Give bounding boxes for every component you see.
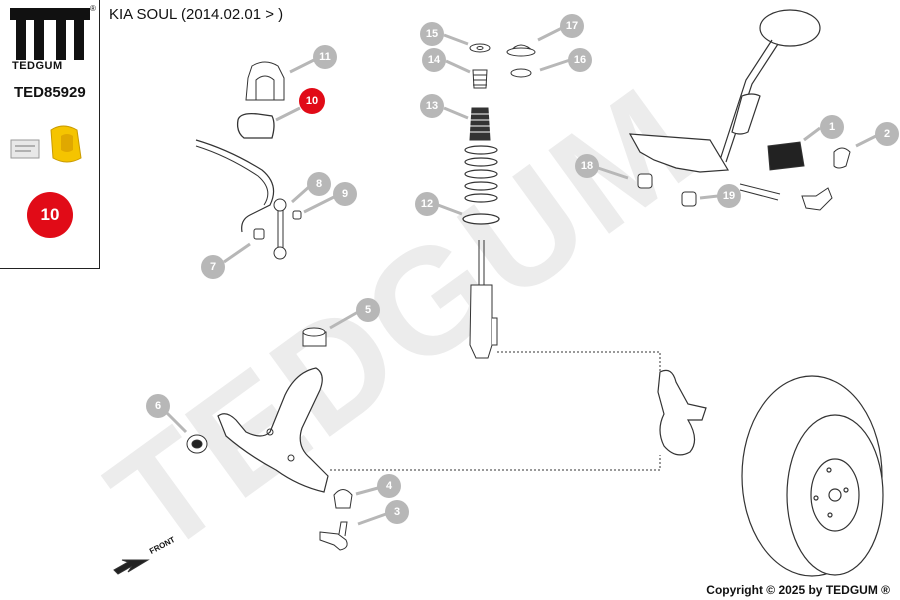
stabilizer-link bbox=[277, 208, 284, 250]
callout-16: 16 bbox=[568, 48, 592, 72]
lower-control-arm bbox=[217, 367, 329, 493]
callout-4: 4 bbox=[377, 474, 401, 498]
callout-6: 6 bbox=[146, 394, 170, 418]
bushing-10 bbox=[236, 112, 275, 139]
brand-name: TEDGUM bbox=[12, 60, 63, 72]
bushing-19 bbox=[681, 191, 697, 207]
tie-rod bbox=[739, 183, 781, 201]
callout-3: 3 bbox=[385, 500, 409, 524]
callout-10: 10 bbox=[299, 88, 325, 114]
vehicle-title: KIA SOUL (2014.02.01 > ) bbox=[109, 6, 284, 23]
steering-column bbox=[628, 9, 821, 173]
callout-11: 11 bbox=[313, 45, 337, 69]
callout-19: 19 bbox=[717, 184, 741, 208]
stabilizer-bar bbox=[195, 139, 275, 233]
callout-8: 8 bbox=[307, 172, 331, 196]
bearing-16 bbox=[510, 68, 532, 78]
callout-17: 17 bbox=[560, 14, 584, 38]
shock-absorber bbox=[469, 240, 493, 359]
callout-2: 2 bbox=[875, 122, 899, 146]
wheel bbox=[741, 375, 884, 577]
tie-rod-end-2 bbox=[833, 147, 851, 169]
spring-pad-12 bbox=[462, 213, 500, 225]
part-number: TED85929 bbox=[14, 84, 86, 101]
assembly-guide-lines bbox=[330, 351, 661, 471]
tie-rod-boot-1 bbox=[767, 141, 805, 171]
callout-15: 15 bbox=[420, 22, 444, 46]
callout-12: 12 bbox=[415, 192, 439, 216]
product-photo bbox=[10, 125, 82, 163]
bushing-18 bbox=[637, 173, 653, 189]
callout-1: 1 bbox=[820, 115, 844, 139]
callout-18: 18 bbox=[575, 154, 599, 178]
tedgum-logo bbox=[10, 8, 90, 60]
parts-line-art bbox=[113, 9, 884, 577]
highlight-part-badge: 10 bbox=[27, 192, 73, 238]
product-panel: ® TEDGUM TED85929 10 bbox=[0, 0, 100, 269]
ball-joint-3 bbox=[319, 531, 348, 551]
dust-boot-13 bbox=[469, 107, 491, 141]
steering-knuckle bbox=[657, 369, 707, 456]
callout-13: 13 bbox=[420, 94, 444, 118]
callout-9: 9 bbox=[333, 182, 357, 206]
washer-15 bbox=[469, 43, 491, 53]
copyright-notice: Copyright © 2025 by TEDGUM ® bbox=[706, 583, 890, 597]
ball-joint-boot-4 bbox=[333, 489, 353, 509]
registered-mark: ® bbox=[90, 4, 96, 13]
callout-7: 7 bbox=[201, 255, 225, 279]
bracket-11 bbox=[245, 61, 285, 101]
callout-14: 14 bbox=[422, 48, 446, 72]
callout-5: 5 bbox=[356, 298, 380, 322]
coil-spring bbox=[464, 145, 498, 203]
front-arrow bbox=[113, 559, 150, 575]
